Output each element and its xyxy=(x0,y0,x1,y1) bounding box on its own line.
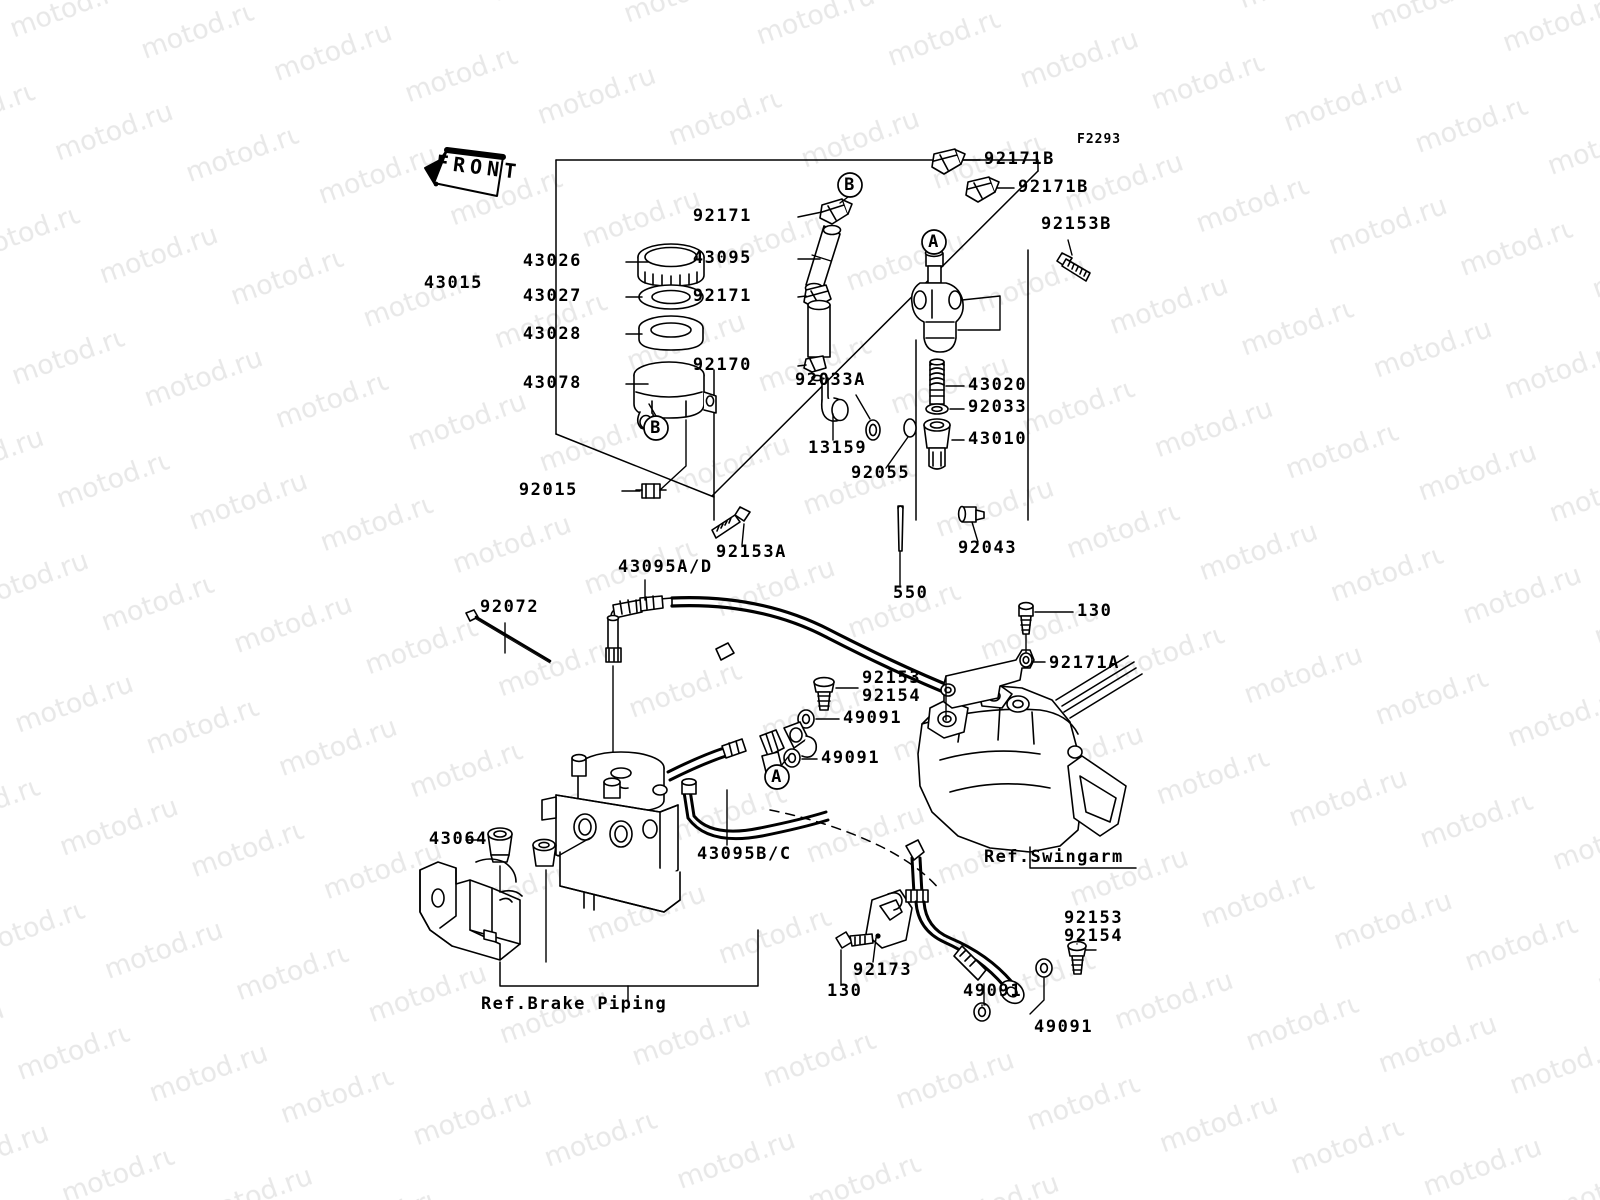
part-number-92015: 92015 xyxy=(518,480,578,500)
part-number-92033: 92033 xyxy=(968,397,1028,417)
part-92043-pin xyxy=(957,505,985,523)
hose-tube-lower xyxy=(807,299,831,358)
part-49091-washer-4 xyxy=(1035,958,1053,978)
ref-swingarm-label: Ref.Swingarm xyxy=(984,847,1124,867)
part-43010-cup xyxy=(923,418,951,470)
part-130-bolt-top xyxy=(1018,601,1034,635)
part-550-pin xyxy=(897,505,904,552)
part-number-49091: 49091 xyxy=(1034,1017,1094,1037)
part-number-43027: 43027 xyxy=(522,286,582,306)
part-number-92153A: 92153A xyxy=(716,542,788,562)
part-number-92033A: 92033A xyxy=(795,370,867,390)
callout-b-lower-label: B xyxy=(650,418,662,438)
part-43064-grommet xyxy=(487,827,513,863)
part-number-49091: 49091 xyxy=(821,748,881,768)
part-number-92154: 92154 xyxy=(1064,926,1124,946)
part-92033A-oring xyxy=(865,419,881,441)
abs-hydraulic-unit xyxy=(541,751,681,913)
part-92171-clamp-upper xyxy=(819,198,853,225)
part-number-92153B: 92153B xyxy=(1041,214,1113,234)
part-number-92072: 92072 xyxy=(480,597,540,617)
part-number-130: 130 xyxy=(1077,601,1113,621)
ref-brake-piping-label: Ref.Brake Piping xyxy=(481,994,668,1014)
callout-a-lower-label: A xyxy=(771,767,783,787)
part-number-43026: 43026 xyxy=(522,251,582,271)
part-92153-92154-bolt-mid xyxy=(813,676,835,711)
part-number-43015: 43015 xyxy=(423,273,483,293)
part-number-92055: 92055 xyxy=(851,463,911,483)
part-92033-washer xyxy=(925,403,949,415)
callout-b-upper-label: B xyxy=(844,175,856,195)
abs-mount-bracket xyxy=(419,858,523,961)
part-92072-cable-tie xyxy=(465,609,552,664)
part-number-92154: 92154 xyxy=(862,686,922,706)
part-number-550: 550 xyxy=(893,583,929,603)
part-number-43010: 43010 xyxy=(968,429,1028,449)
part-number-43095: 43095 xyxy=(692,248,752,268)
part-number-92171B: 92171B xyxy=(1018,177,1090,197)
part-number-92171A: 92171A xyxy=(1049,653,1121,673)
part-master-cylinder-body xyxy=(910,248,964,353)
callout-a-upper-label: A xyxy=(928,232,940,252)
part-number-92171: 92171 xyxy=(692,206,752,226)
assembly-bracket-43015 xyxy=(555,159,1039,498)
part-number-92043: 92043 xyxy=(958,538,1018,558)
diagram-code: F2293 xyxy=(1077,132,1122,147)
part-92171B-clamp-1 xyxy=(931,148,966,175)
part-number-92170: 92170 xyxy=(692,355,752,375)
part-130-bolt-bottom xyxy=(835,931,874,949)
part-43028-diaphragm xyxy=(638,315,704,351)
part-92055-oring xyxy=(903,418,917,438)
part-92171B-clamp-2 xyxy=(965,176,1000,203)
part-number-130: 130 xyxy=(827,981,863,1001)
part-43064-grommet-2 xyxy=(532,838,557,867)
part-number-43078: 43078 xyxy=(522,373,582,393)
part-number-43095B-C: 43095B/C xyxy=(697,844,792,864)
part-number-43020: 43020 xyxy=(968,375,1028,395)
part-92153A-bolt xyxy=(711,506,751,539)
part-number-43095A-D: 43095A/D xyxy=(618,557,713,577)
part-number-43064: 43064 xyxy=(428,829,488,849)
part-number-92171: 92171 xyxy=(692,286,752,306)
part-number-13159: 13159 xyxy=(808,438,868,458)
part-43020-piston-spring xyxy=(929,358,945,405)
part-number-92171B: 92171B xyxy=(984,149,1056,169)
part-number-49091: 49091 xyxy=(843,708,903,728)
part-number-43028: 43028 xyxy=(522,324,582,344)
part-number-49091: 49091 xyxy=(963,981,1023,1001)
part-number-92173: 92173 xyxy=(853,960,913,980)
part-92153B-bolt xyxy=(1056,252,1091,282)
